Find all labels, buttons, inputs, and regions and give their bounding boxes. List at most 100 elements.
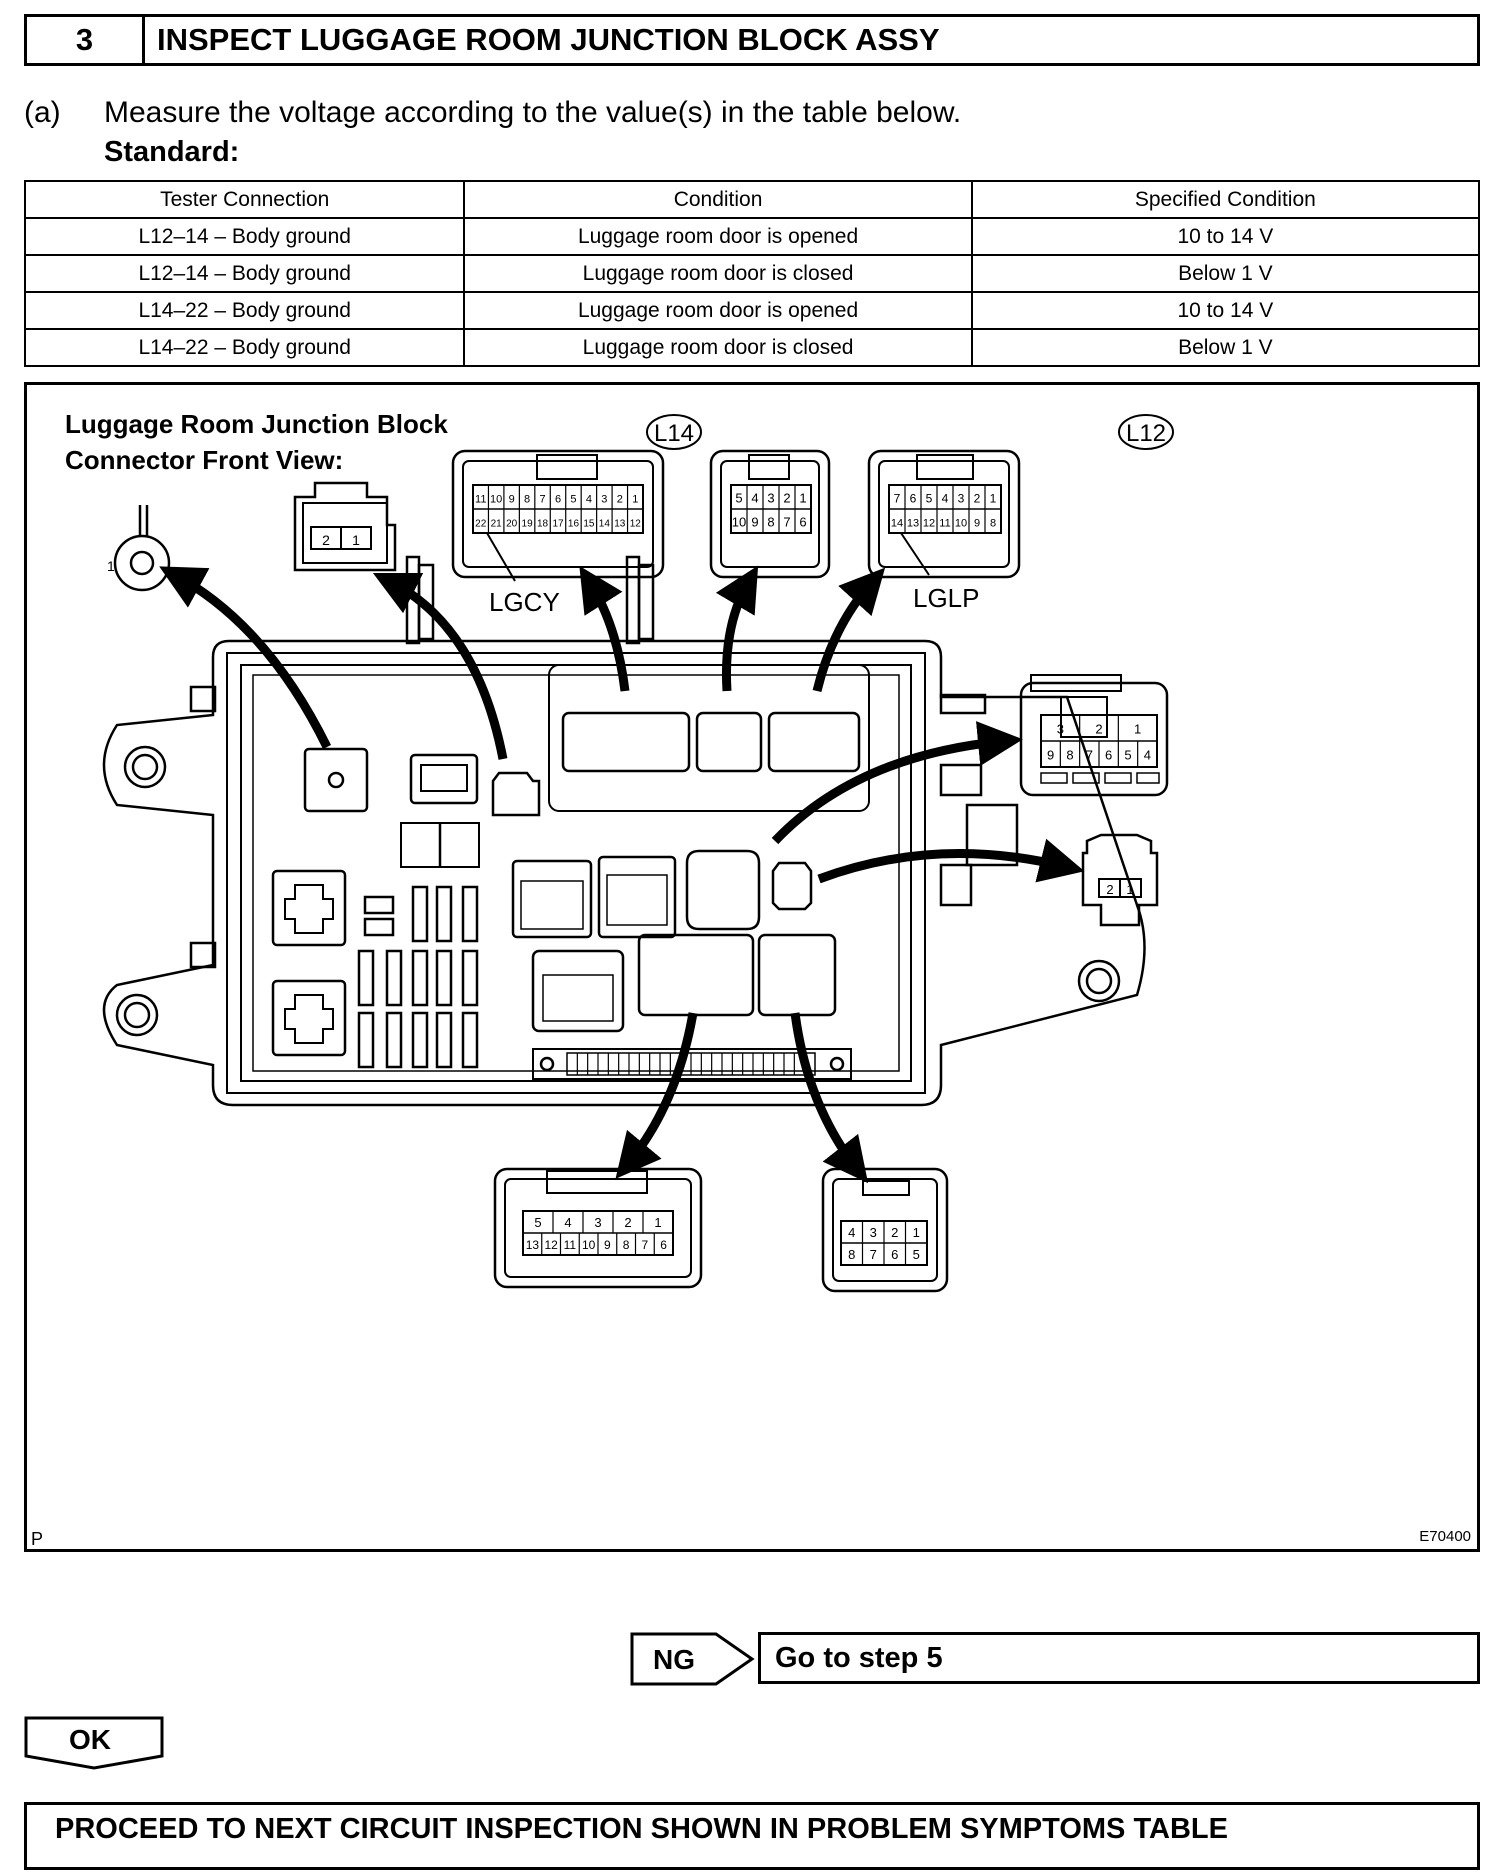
lgcy-leader [486,532,516,582]
pin: 4 [564,1215,571,1230]
pin: 1 [913,1225,920,1240]
pin: 6 [1105,748,1112,763]
table-cell: L14–22 – Body ground [23,328,466,367]
table-cell: L14–22 – Body ground [23,291,466,330]
pin: 10 [955,517,967,529]
pin: 14 [599,518,611,529]
l12-label-oval [1118,414,1174,450]
pin: 9 [604,1238,611,1252]
table-cell: Below 1 V [970,254,1481,293]
connector-l12 [867,449,1021,579]
arrow [715,565,759,692]
pin: 9 [974,517,980,529]
pin: 6 [799,514,806,529]
pin: 13 [614,518,626,529]
step-header: 3 INSPECT LUGGAGE ROOM JUNCTION BLOCK AS… [24,14,1480,66]
pin: 1 [799,490,806,505]
connector-2pin-right [1081,833,1159,927]
pin: 9 [1047,748,1054,763]
table-cell: Luggage room door is closed [463,254,973,293]
ng-target-box: Go to step 5 [758,1632,1480,1684]
l14-label-oval [646,414,702,450]
figure-code: E70400 [1419,1528,1471,1545]
pin: 8 [990,517,996,529]
pin: 11 [939,517,950,529]
pin: 7 [894,491,901,505]
table-cell: 10 to 14 V [970,291,1481,330]
pin: 8 [848,1247,855,1262]
pin: 8 [1066,748,1073,763]
lgcy-label: LGCY [489,587,560,617]
arrow [159,566,332,749]
step-title: INSPECT LUGGAGE ROOM JUNCTION BLOCK ASSY [157,22,940,57]
pin: 19 [522,518,534,529]
pin: 15 [583,518,595,529]
junction-block-body [102,555,1146,1107]
pin: 5 [1124,748,1131,763]
table-cell: Luggage room door is opened [463,291,973,330]
connector-8pin-bottom-right [821,1167,949,1293]
standard-label: Standard: [104,136,240,168]
lglp-label: LGLP [913,583,980,613]
arrow [790,1012,869,1184]
pin: 1 [1126,882,1133,897]
pin: 2 [617,493,623,505]
arrow [372,572,508,760]
arrow [615,1012,698,1179]
pin: 9 [751,514,758,529]
final-instruction-box: PROCEED TO NEXT CIRCUIT INSPECTION SHOWN… [24,1802,1480,1870]
pin: 11 [475,493,486,505]
lglp-leader [900,532,930,576]
pin: 21 [491,518,503,529]
arrow [579,565,630,692]
table-row: L14–22 – Body ground Luggage room door i… [23,291,1481,330]
connector-10pin-middle [709,449,831,579]
pin: 7 [539,493,545,505]
l14-label: L14 [654,420,694,447]
pin: 1 [352,532,360,548]
diagram-title-2: Connector Front View: [65,445,343,475]
pin: 13 [907,517,919,529]
arrow [817,838,1085,884]
pin: 3 [767,490,774,505]
table-row: L12–14 – Body ground Luggage room door i… [23,217,1481,256]
pin: 10 [490,493,502,505]
pin: 6 [660,1238,667,1252]
pin: 12 [923,517,935,529]
table-cell: L12–14 – Body ground [23,254,466,293]
instruction-text: Measure the voltage according to the val… [104,96,962,129]
pin: 1 [990,491,997,505]
table-cell: Below 1 V [970,328,1481,367]
pin: 10 [732,514,746,529]
pin: 3 [601,493,607,505]
pin: 1 [1134,722,1141,737]
pin: 9 [509,493,515,505]
table-header: Tester Connection [23,180,466,219]
pin: 4 [1144,748,1151,763]
pin: 7 [870,1247,877,1262]
pin: 20 [506,518,518,529]
pin: 11 [564,1238,577,1252]
connector-2pin-top [293,481,397,572]
pin: 6 [910,491,917,505]
connector-diagram: Luggage Room Junction Block Connector Fr… [24,382,1480,1552]
ground-pin-label: 1 [107,558,115,574]
corner-label-left: P [31,1529,43,1549]
table-row: L12–14 – Body ground Luggage room door i… [23,254,1481,293]
pin: 7 [1086,748,1093,763]
pin: 16 [568,518,580,529]
pin: 6 [891,1247,898,1262]
table-cell: 10 to 14 V [970,217,1481,256]
pin: 5 [926,491,933,505]
pin: 12 [630,518,642,529]
pin: 2 [783,490,790,505]
pin: 7 [783,514,790,529]
pin: 5 [534,1215,541,1230]
instruction-label: (a) [24,96,61,129]
